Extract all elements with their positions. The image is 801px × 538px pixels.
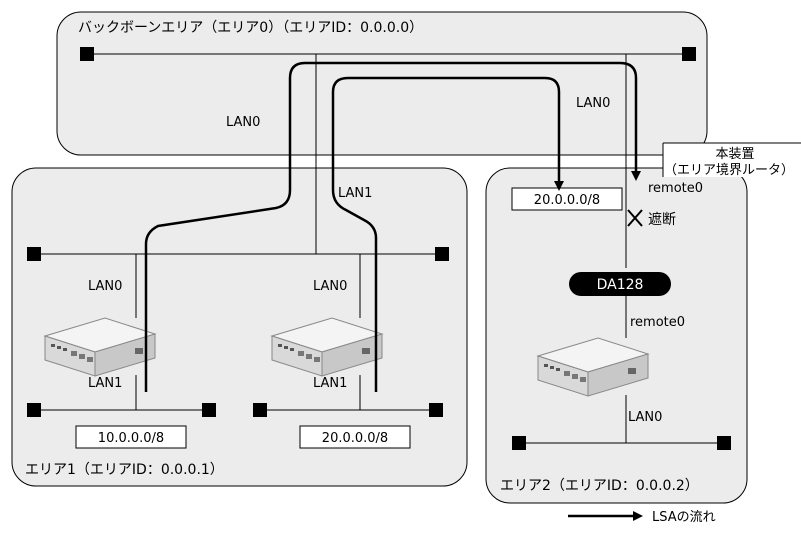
area1: [11, 167, 468, 487]
area2: [485, 167, 748, 504]
remote0-bottom-label: remote0: [630, 315, 685, 330]
area2-lower-lan-left-endpoint: [512, 436, 526, 450]
router2-lan0-label: LAN0: [313, 279, 347, 294]
legend-label: LSAの流れ: [652, 510, 716, 525]
router3-lan0-label: LAN0: [628, 410, 662, 425]
area2-lower-lan-right-endpoint: [717, 436, 731, 450]
blocked-label: 遮断: [648, 212, 676, 228]
lsa-flow-path-1: [144, 61, 641, 392]
area1-upper-lan-right-endpoint: [435, 247, 449, 261]
backbone-lan0-right-endpoint: [682, 47, 696, 61]
remote0-top-label: remote0: [648, 181, 703, 196]
callout-line2: （エリア境界ルータ）: [664, 163, 794, 178]
backbone-area-title: バックボーンエリア（エリア0）（エリアID：0.0.0.0）: [78, 20, 423, 36]
area1-upper-lan-left-endpoint: [27, 247, 41, 261]
area2-title: エリア2（エリアID：0.0.0.2）: [500, 478, 699, 494]
area1-title: エリア1（エリアID：0.0.0.1）: [25, 462, 224, 478]
area1-lower-lan-right-endpoint-a: [253, 403, 267, 417]
abr-callout: [662, 142, 801, 177]
network-box-area1-right: [299, 425, 411, 449]
callout-line1: 本装置: [715, 147, 754, 162]
backbone-lan0-left-endpoint: [80, 47, 94, 61]
router1-lan0-label: LAN0: [88, 279, 122, 294]
backbone-lan0-left-label: LAN0: [226, 115, 260, 130]
network-area2: 20.0.0.0/8: [534, 193, 600, 208]
area1-lower-lan-left-endpoint-a: [27, 403, 41, 417]
area1-lower-lan-left-endpoint-b: [202, 403, 216, 417]
network-area1-left: 10.0.0.0/8: [98, 431, 164, 446]
da-label: DA128: [597, 277, 644, 293]
lan1-center-label: LAN1: [338, 186, 372, 201]
network-area1-right: 20.0.0.0/8: [322, 431, 388, 446]
backbone-lan0-right-label: LAN0: [576, 96, 610, 111]
network-box-area2: [511, 187, 623, 211]
da-badge: [569, 272, 671, 296]
area1-lower-lan-right-endpoint-b: [429, 403, 443, 417]
backbone-area: [56, 11, 708, 156]
blocked-mark-icon: [627, 209, 643, 227]
network-box-area1-left: [75, 425, 187, 449]
lsa-flow-path-2: [331, 76, 564, 392]
router1-lan1-label: LAN1: [88, 376, 122, 391]
router2-lan1-label: LAN1: [313, 376, 347, 391]
